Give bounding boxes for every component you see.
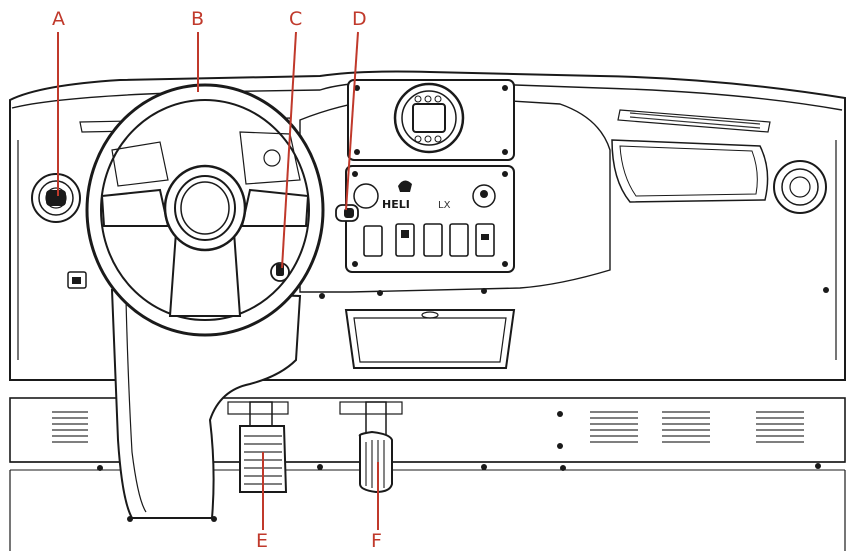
right-air-vent bbox=[773, 160, 827, 214]
callout-d-label: D bbox=[352, 8, 367, 30]
callout-f-label: F bbox=[371, 530, 382, 551]
panel-model: LX bbox=[438, 200, 451, 211]
callout-e: E bbox=[256, 452, 268, 551]
instrument-display bbox=[347, 79, 515, 161]
switch-panel: HELI LX bbox=[345, 165, 515, 273]
side-switch bbox=[67, 271, 87, 289]
turn-signal-lever bbox=[335, 204, 359, 222]
panel-brand: HELI bbox=[382, 198, 410, 211]
callout-b: B bbox=[191, 8, 204, 92]
steering-column bbox=[110, 288, 302, 519]
ignition-switch bbox=[270, 262, 290, 282]
brake-pedal bbox=[227, 401, 289, 493]
lower-kick-panel bbox=[9, 397, 846, 551]
callouts: A B C D E F bbox=[52, 8, 382, 551]
dash-screws bbox=[97, 287, 829, 522]
center-storage-tray bbox=[344, 309, 516, 369]
steering-wheel bbox=[85, 83, 325, 337]
callout-b-label: B bbox=[191, 8, 204, 30]
accelerator-pedal bbox=[339, 401, 403, 494]
callout-e-label: E bbox=[256, 530, 268, 551]
callout-d: D bbox=[345, 8, 367, 211]
left-air-vent bbox=[31, 173, 81, 223]
rocker-switches bbox=[363, 223, 495, 257]
callout-c-line bbox=[281, 31, 297, 269]
callout-d-line bbox=[345, 31, 359, 211]
callout-f: F bbox=[371, 462, 382, 551]
callout-c: C bbox=[281, 8, 302, 269]
callout-c-label: C bbox=[289, 8, 302, 30]
callout-a: A bbox=[52, 8, 65, 196]
callout-a-label: A bbox=[52, 8, 65, 30]
